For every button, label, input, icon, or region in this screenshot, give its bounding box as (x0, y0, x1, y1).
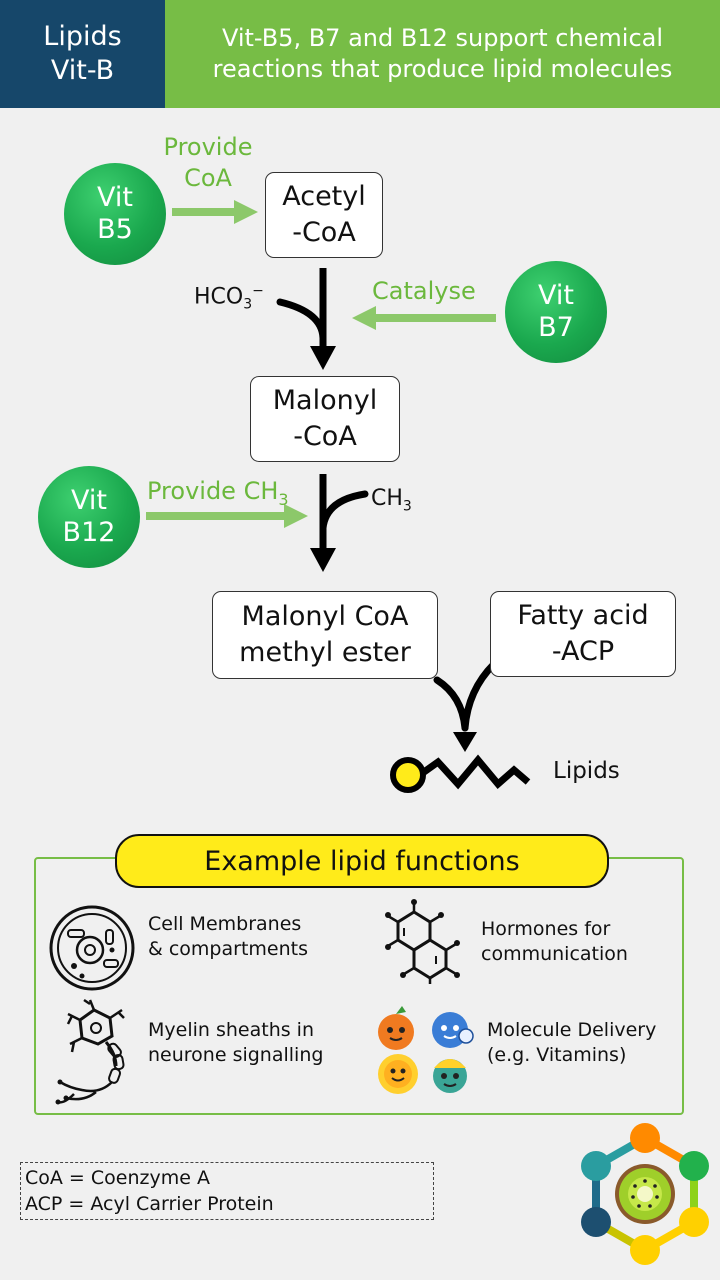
provide-coa-line1: Provide (163, 133, 253, 161)
vitamin-b7-line1: Vit (538, 280, 574, 311)
pathway-arrows (146, 200, 531, 793)
blue-character-icon (432, 1012, 474, 1048)
function-item-membranes: Cell Membranes & compartments (148, 912, 308, 962)
sun-character-icon (378, 1054, 418, 1094)
malonyl-coa-line1: Malonyl (272, 385, 378, 416)
malonyl-coa-methyl-ester-box: Malonyl CoA methyl ester (212, 591, 438, 679)
vitamin-b7-line2: B7 (538, 312, 574, 343)
reaction-arrow-1 (276, 268, 336, 370)
provide-ch3-text: Provide CH (147, 477, 279, 505)
reaction-arrow-2 (310, 474, 369, 572)
vitamin-b5-line1: Vit (97, 182, 133, 213)
acetyl-coa-line2: -CoA (292, 217, 356, 248)
legend-coa: CoA = Coenzyme A (25, 1167, 210, 1189)
header-topic-line2: Vit-B (50, 55, 115, 86)
function-item-myelin: Myelin sheaths in neurone signalling (148, 1018, 323, 1068)
orange-character-icon (378, 1006, 414, 1050)
catalyse-label: Catalyse (372, 277, 476, 305)
neuron-icon (55, 998, 125, 1105)
acetyl-coa-box: Acetyl -CoA (265, 172, 383, 258)
fatty-acid-acp-box: Fatty acid -ACP (490, 591, 676, 677)
vitamin-characters-icon (378, 1006, 474, 1094)
header-summary-line2: reactions that produce lipid molecules (212, 55, 673, 83)
function-myelin-line1: Myelin sheaths in (148, 1019, 314, 1041)
function-hormones-line2: communication (481, 943, 628, 965)
function-myelin-line2: neurone signalling (148, 1044, 324, 1066)
function-item-delivery: Molecule Delivery (e.g. Vitamins) (487, 1018, 656, 1068)
function-membranes-line2: & compartments (148, 938, 308, 960)
vitamin-b12-line1: Vit (71, 485, 107, 516)
provide-coa-label: Provide CoA (150, 132, 266, 194)
vitamin-b12-line2: B12 (62, 517, 116, 548)
green-arrow-b7 (352, 306, 496, 330)
fatty-acid-line2: -ACP (551, 636, 615, 667)
vitamin-b12-circle: Vit B12 (38, 466, 140, 568)
bicarbonate-subscript: 3 (243, 296, 253, 313)
bicarbonate-text: HCO (194, 284, 244, 310)
methyl-subscript: 3 (402, 498, 412, 515)
provide-ch3-subscript: 3 (278, 489, 289, 509)
ester-line2: methyl ester (239, 637, 411, 668)
methyl-label: CH3 (371, 486, 412, 514)
function-item-hormones: Hormones for communication (481, 917, 628, 967)
function-hormones-line1: Hormones for (481, 918, 611, 940)
green-arrow-b12 (146, 504, 308, 528)
kiwi-hexagon-logo (581, 1123, 709, 1265)
steroid-icon (385, 899, 460, 984)
vitamin-b5-circle: Vit B5 (64, 163, 166, 265)
acetyl-coa-line1: Acetyl (282, 181, 366, 212)
green-arrow-b5 (172, 200, 258, 224)
ester-line1: Malonyl CoA (241, 601, 409, 632)
lipid-functions-panel (34, 857, 684, 1115)
malonyl-coa-line2: -CoA (293, 421, 357, 452)
header-topic: Lipids Vit-B (0, 0, 165, 108)
provide-coa-line2: CoA (184, 164, 232, 192)
lipid-molecule-icon (390, 754, 531, 793)
provide-ch3-label: Provide CH3 (147, 476, 289, 515)
cell-icon (49, 905, 135, 991)
header-summary-line1: Vit-B5, B7 and B12 support chemical (221, 24, 664, 52)
reaction-arrow-3 (433, 660, 498, 752)
function-delivery-line2: (e.g. Vitamins) (487, 1044, 627, 1066)
lipids-label: Lipids (553, 758, 620, 784)
function-delivery-line1: Molecule Delivery (487, 1019, 657, 1041)
teal-character-icon (433, 1059, 467, 1093)
vitamin-b7-circle: Vit B7 (505, 261, 607, 363)
fatty-acid-line1: Fatty acid (517, 600, 649, 631)
legend-acp: ACP = Acyl Carrier Protein (25, 1193, 274, 1215)
vitamin-b5-line2: B5 (97, 214, 133, 245)
header-topic-line1: Lipids (43, 21, 122, 52)
abbreviation-legend: CoA = Coenzyme A ACP = Acyl Carrier Prot… (20, 1162, 434, 1220)
malonyl-coa-box: Malonyl -CoA (250, 376, 400, 462)
lipid-functions-title: Example lipid functions (115, 834, 609, 888)
header-summary: Vit-B5, B7 and B12 support chemical reac… (165, 0, 720, 108)
methyl-text: CH (371, 486, 403, 511)
function-membranes-line1: Cell Membranes (148, 913, 302, 935)
bicarbonate-label: HCO3− (194, 283, 264, 313)
bicarbonate-charge: − (252, 283, 264, 299)
